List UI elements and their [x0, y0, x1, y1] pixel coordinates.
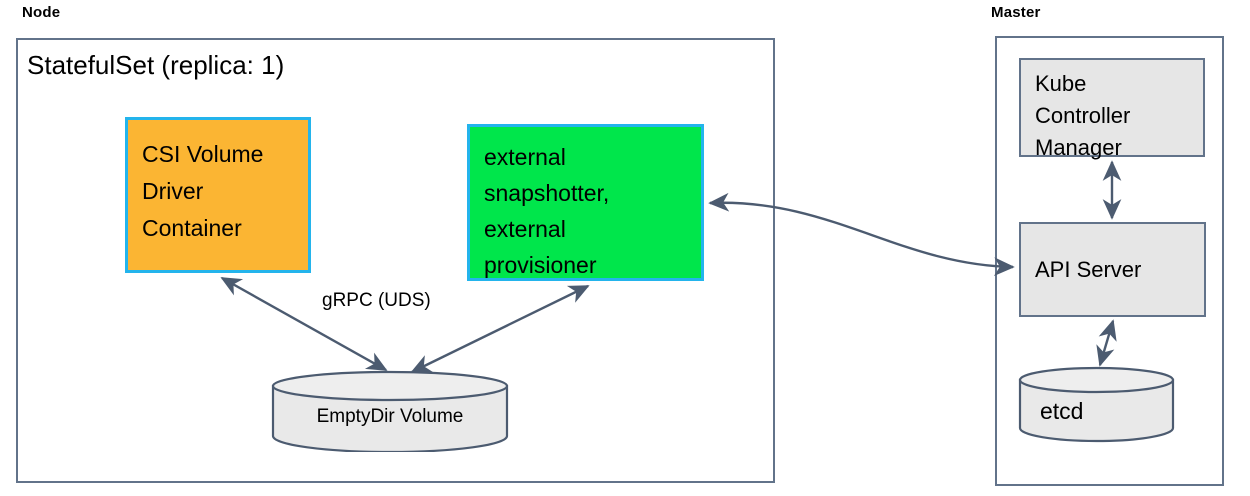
statefulset-title: StatefulSet (replica: 1): [27, 50, 285, 80]
external-sidecars-box[interactable]: external snapshotter, external provision…: [467, 124, 704, 281]
emptydir-volume-label: EmptyDir Volume: [316, 406, 464, 427]
csi-volume-driver-container-label: CSI Volume Driver Container: [142, 141, 264, 241]
grpc-uds-edge-label: gRPC (UDS): [322, 290, 431, 311]
external-sidecars-label: external snapshotter, external provision…: [484, 144, 610, 278]
master-group-label: Master: [991, 4, 1041, 21]
api-server-label: API Server: [1035, 256, 1142, 282]
csi-volume-driver-container-box[interactable]: CSI Volume Driver Container: [125, 117, 311, 273]
emptydir-volume-cylinder[interactable]: EmptyDir Volume: [271, 370, 509, 452]
etcd-cylinder[interactable]: etcd: [1018, 366, 1175, 443]
kube-controller-manager-box[interactable]: Kube Controller Manager: [1019, 58, 1205, 160]
kube-controller-manager-label: Kube Controller Manager: [1035, 71, 1131, 160]
etcd-label: etcd: [1040, 398, 1084, 424]
node-group-label: Node: [22, 4, 61, 21]
api-server-box[interactable]: API Server: [1019, 222, 1206, 317]
